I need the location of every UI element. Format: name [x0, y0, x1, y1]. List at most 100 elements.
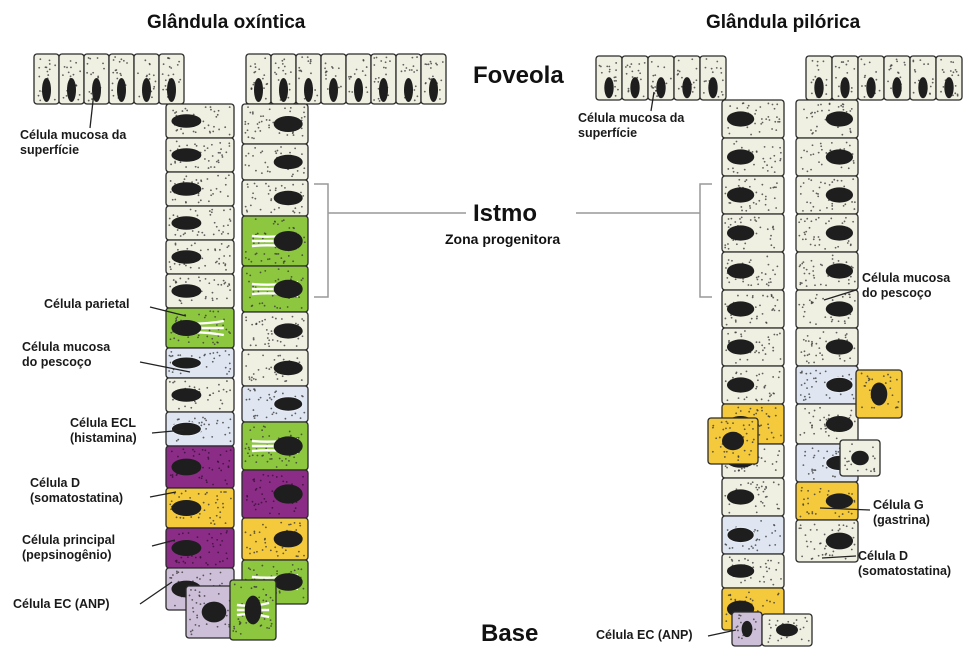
nucleus: [202, 602, 227, 623]
cytoplasm-granule: [778, 562, 780, 564]
cytoplasm-granule: [208, 282, 210, 284]
nucleus: [708, 77, 717, 98]
cytoplasm-granule: [293, 456, 295, 458]
cytoplasm-granule: [813, 266, 815, 268]
cytoplasm-granule: [212, 311, 214, 313]
cytoplasm-granule: [802, 210, 804, 212]
cytoplasm-granule: [853, 500, 855, 502]
cytoplasm-granule: [252, 237, 254, 239]
cytoplasm-granule: [732, 167, 734, 169]
cytoplasm-granule: [184, 381, 186, 383]
cell-m: [166, 104, 234, 138]
nucleus: [630, 77, 639, 98]
cytoplasm-granule: [804, 234, 806, 236]
cytoplasm-granule: [819, 491, 821, 493]
cytoplasm-granule: [245, 132, 247, 134]
cytoplasm-granule: [890, 380, 892, 382]
cytoplasm-granule: [251, 379, 253, 381]
cytoplasm-granule: [303, 588, 305, 590]
cytoplasm-granule: [903, 62, 905, 64]
cytoplasm-granule: [185, 281, 187, 283]
cytoplasm-granule: [261, 565, 263, 567]
cytoplasm-granule: [750, 483, 752, 485]
cytoplasm-granule: [761, 279, 763, 281]
nucleus: [42, 78, 51, 102]
cytoplasm-granule: [257, 123, 259, 125]
cytoplasm-granule: [824, 548, 826, 550]
cytoplasm-granule: [811, 513, 813, 515]
cytoplasm-granule: [626, 73, 628, 75]
cytoplasm-granule: [211, 209, 213, 211]
cytoplasm-granule: [172, 399, 174, 401]
cytoplasm-granule: [627, 91, 629, 93]
cytoplasm-granule: [210, 522, 212, 524]
cytoplasm-granule: [264, 162, 266, 164]
cytoplasm-granule: [711, 68, 713, 70]
cytoplasm-granule: [254, 131, 256, 133]
cytoplasm-granule: [261, 121, 263, 123]
cytoplasm-granule: [269, 108, 271, 110]
cytoplasm-granule: [310, 72, 312, 74]
label-oxintica-ecl: Célula ECL (histamina): [70, 416, 137, 446]
cytoplasm-granule: [298, 78, 300, 80]
cytoplasm-granule: [756, 375, 758, 377]
cytoplasm-granule: [383, 67, 385, 69]
cytoplasm-granule: [265, 546, 267, 548]
cytoplasm-granule: [726, 451, 728, 453]
cytoplasm-granule: [807, 354, 809, 356]
cytoplasm-granule: [835, 66, 837, 68]
cytoplasm-granule: [760, 501, 762, 503]
cytoplasm-granule: [212, 131, 214, 133]
cytoplasm-granule: [220, 399, 222, 401]
cytoplasm-granule: [780, 158, 782, 160]
cytoplasm-granule: [615, 69, 617, 71]
cytoplasm-granule: [298, 296, 300, 298]
cytoplasm-granule: [217, 499, 219, 501]
cytoplasm-granule: [761, 193, 763, 195]
cytoplasm-granule: [225, 177, 227, 179]
cytoplasm-granule: [831, 208, 833, 210]
cytoplasm-granule: [740, 582, 742, 584]
cytoplasm-granule: [771, 432, 773, 434]
cytoplasm-granule: [211, 537, 213, 539]
cytoplasm-granule: [297, 338, 299, 340]
cytoplasm-granule: [755, 413, 757, 415]
cytoplasm-granule: [814, 493, 816, 495]
cytoplasm-granule: [756, 316, 758, 318]
cytoplasm-granule: [773, 602, 775, 604]
cytoplasm-granule: [409, 69, 411, 71]
cytoplasm-granule: [810, 202, 812, 204]
cytoplasm-granule: [266, 83, 268, 85]
cell-m: [796, 214, 858, 252]
cytoplasm-granule: [913, 92, 915, 94]
cytoplasm-granule: [153, 74, 155, 76]
cytoplasm-granule: [770, 235, 772, 237]
cytoplasm-granule: [819, 239, 821, 241]
cell-m: [796, 100, 858, 138]
cytoplasm-granule: [267, 461, 269, 463]
cell-n: [166, 412, 234, 446]
cytoplasm-granule: [728, 340, 730, 342]
cytoplasm-granule: [759, 434, 761, 436]
cytoplasm-granule: [203, 502, 205, 504]
cytoplasm-granule: [754, 219, 756, 221]
cytoplasm-granule: [691, 58, 693, 60]
cytoplasm-granule: [240, 586, 242, 588]
cytoplasm-granule: [264, 343, 266, 345]
cytoplasm-granule: [652, 87, 654, 89]
cytoplasm-granule: [209, 131, 211, 133]
cytoplasm-granule: [741, 335, 743, 337]
cytoplasm-granule: [204, 317, 206, 319]
cytoplasm-granule: [725, 427, 727, 429]
cytoplasm-granule: [245, 319, 247, 321]
cytoplasm-granule: [850, 464, 852, 466]
cytoplasm-granule: [765, 198, 767, 200]
cytoplasm-granule: [727, 399, 729, 401]
cell-d: [242, 518, 308, 560]
cytoplasm-granule: [666, 82, 668, 84]
cytoplasm-granule: [779, 160, 781, 162]
cell-n: [242, 386, 308, 422]
cytoplasm-granule: [738, 637, 740, 639]
cytoplasm-granule: [774, 121, 776, 123]
